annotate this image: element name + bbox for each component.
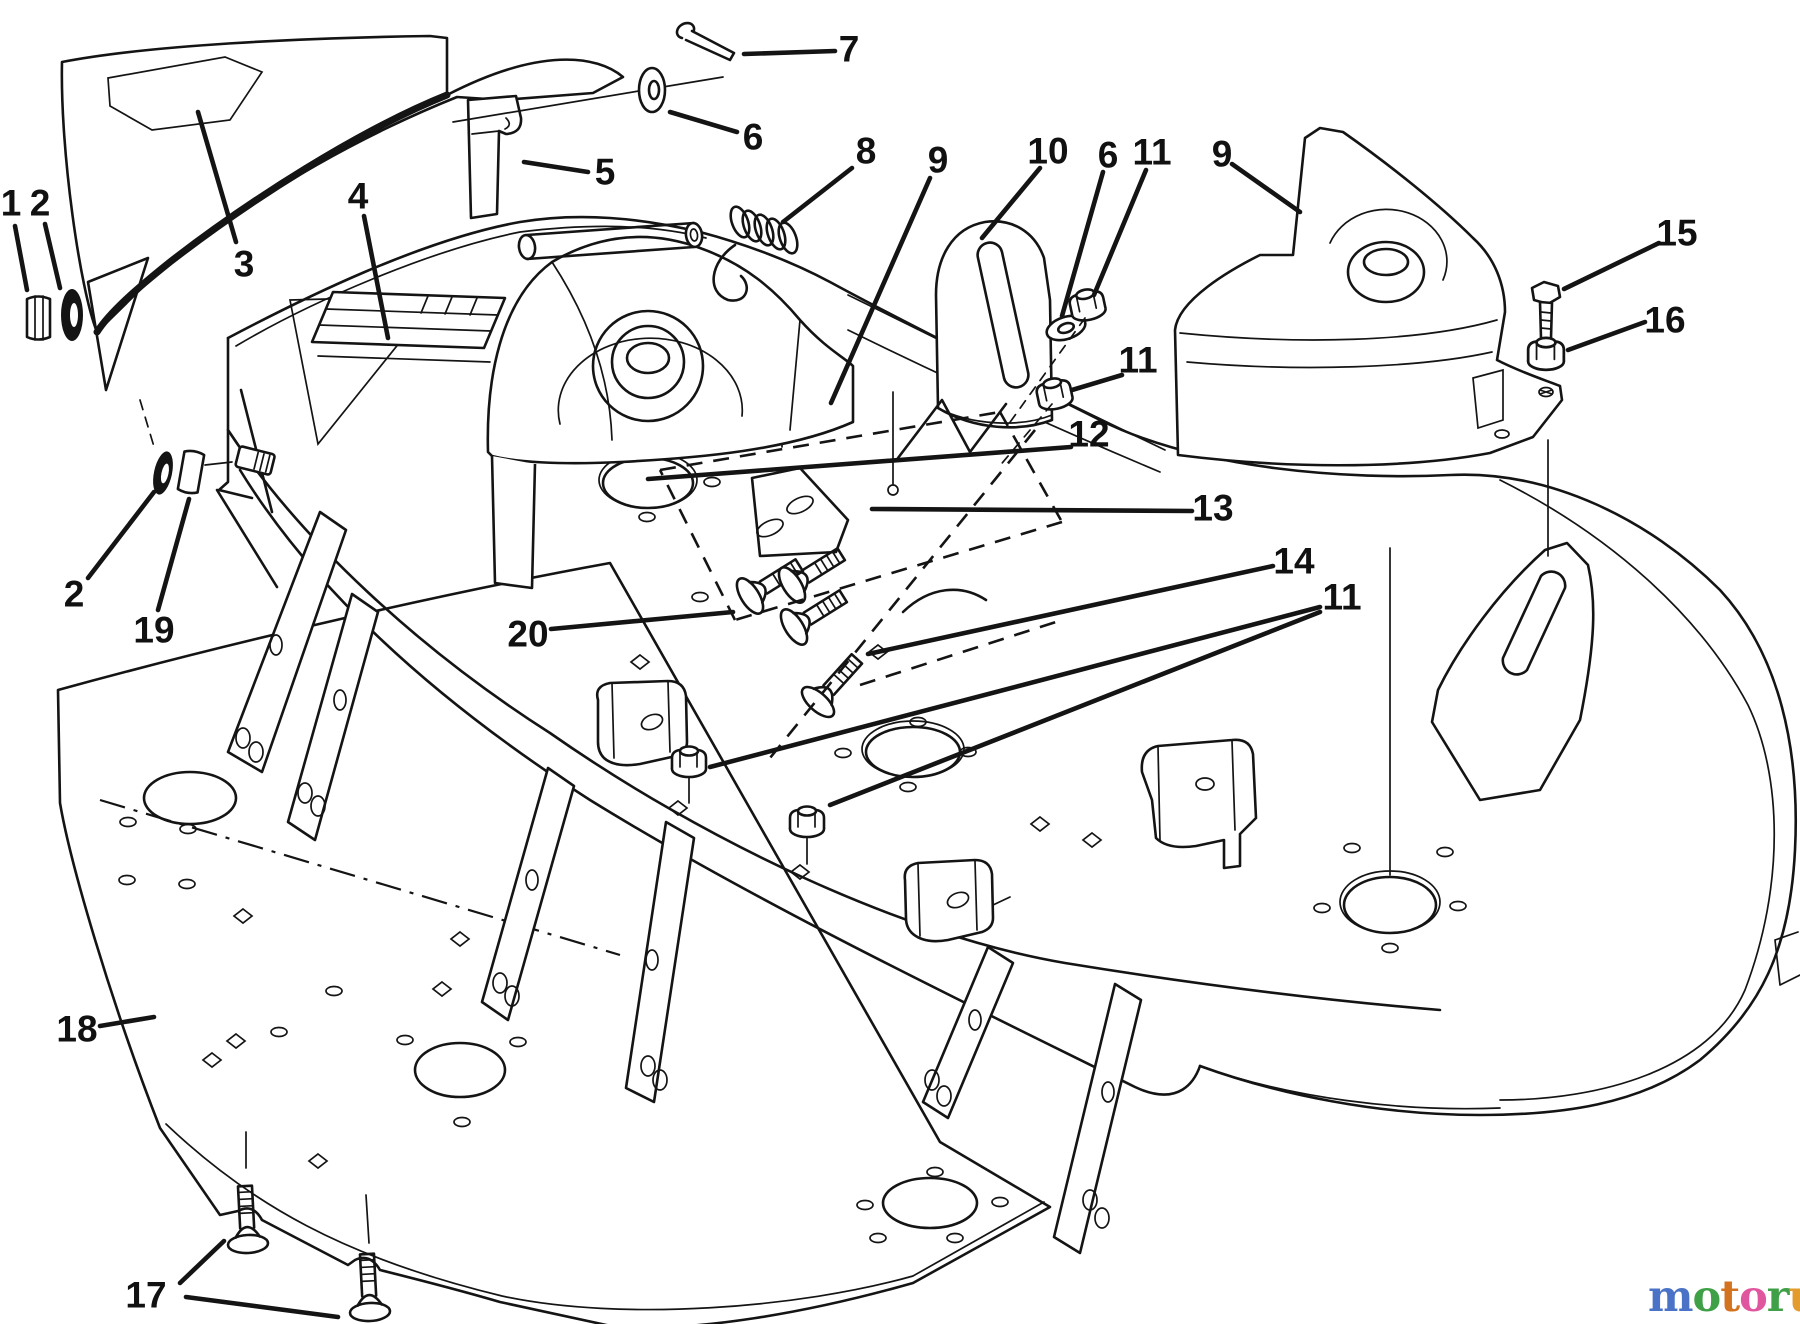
baffle-plate [56,561,1052,1324]
part-callout-4-3: 4 [348,176,369,217]
deck-crease [226,428,1442,1012]
part-callout-2-1: 2 [30,183,51,224]
part-callout-2-20: 2 [64,574,85,615]
leader-line-4 [521,159,591,175]
part-callout-3-2: 3 [234,244,255,285]
clip-bracket-right [903,858,1011,943]
locknut-11-a [1066,284,1109,325]
leader-line-23 [97,1014,157,1029]
leader-line-0 [12,223,30,293]
part-callout-7-5: 7 [839,29,860,70]
watermark-letter: o [1739,1272,1768,1322]
leader-line-3 [361,213,391,341]
cotter-pin [675,21,736,62]
part-callout-13-17: 13 [1192,488,1233,529]
leader-line-1 [42,221,63,291]
leader-line-15 [1069,372,1125,393]
spring [712,205,799,302]
watermark-letter: t [1720,1272,1740,1322]
leader-line-24 [183,1294,341,1320]
latch-bracket [452,76,724,220]
part-callout-11-19: 11 [1322,577,1361,618]
part-callout-9-12: 9 [1212,134,1233,175]
belt-cover-right [1173,126,1564,467]
part-callout-14-18: 14 [1273,541,1315,582]
part-callout-15-13: 15 [1656,213,1697,254]
watermark-letter: m [1648,1272,1693,1322]
blade-brackets [226,510,1143,1255]
leader-line-7 [780,165,855,225]
pivot-pin [517,221,704,261]
assembly-axes [688,317,1549,876]
part-callout-12-16: 12 [1068,414,1109,455]
part-callout-19-21: 19 [133,610,174,651]
part-callout-11-11: 11 [1132,132,1171,173]
carriage-bolts-17 [223,1131,392,1324]
part-callout-1-0: 1 [1,183,22,224]
leader-line-14 [1565,319,1648,353]
part-callout-20-22: 20 [507,614,548,655]
leader-line-9 [979,165,1043,241]
locknut-11-c [670,745,708,779]
leader-line-6 [667,109,740,135]
leader-line-12 [1229,161,1303,215]
part-callout-10-9: 10 [1027,131,1068,172]
hanger-bracket-mid [934,220,1054,429]
part-callout-17-24: 17 [125,1275,166,1316]
part-callout-16-14: 16 [1644,300,1685,341]
watermark-letter: r [1766,1272,1790,1322]
channel-bracket [1140,738,1258,870]
washer-2-lower [153,451,173,495]
deck-small-holes [630,429,1467,954]
leader-line-16 [645,444,1074,482]
leader-line-2 [195,109,239,245]
leader-line-11 [1091,167,1149,298]
belt-cover-left [486,235,855,590]
leader-line-18 [865,563,1276,657]
watermark-letter: u [1788,1272,1800,1322]
deck-screws [730,466,873,724]
bolt-15 [1530,280,1562,342]
leader-line-17 [869,506,1195,514]
deflector-shield [60,34,625,451]
spacer-19 [176,449,206,495]
leader-line-8 [828,175,933,406]
leader-line-21 [155,496,192,613]
adjustment-screw [234,445,276,476]
hex-nut-1 [25,295,52,341]
leader-line-13 [1561,240,1662,292]
leader-line-19 [707,604,1323,770]
part-callout-11-15: 11 [1118,340,1157,381]
leader-line-5 [741,48,838,57]
leader-line-24 [177,1238,227,1286]
leader-line-22 [548,609,736,632]
decal-strip [310,290,507,363]
leader-line-19 [827,609,1323,808]
part-callout-8-7: 8 [856,131,877,172]
part-callout-9-8: 9 [928,140,949,181]
hanger-bracket-right [1430,541,1595,802]
part-callout-18-23: 18 [56,1009,97,1050]
washer-2-top [61,289,83,341]
leader-line-10 [1059,169,1106,319]
hidden-baffle-dashed [658,398,1064,759]
deflector-rolled-edge [93,91,451,336]
washer-6-top [637,66,667,114]
leader-line-20 [85,489,157,581]
watermark-letter: o [1692,1272,1722,1322]
deflector-cutout [107,56,264,131]
part-callout-5-4: 5 [595,152,616,193]
watermark-logo: motoruf’.de [1648,1272,1800,1322]
locknut-11-d [788,805,826,839]
part-callout-6-6: 6 [743,117,764,158]
flanged-nut-16 [1526,336,1566,372]
part-callout-6-10: 6 [1098,135,1119,176]
